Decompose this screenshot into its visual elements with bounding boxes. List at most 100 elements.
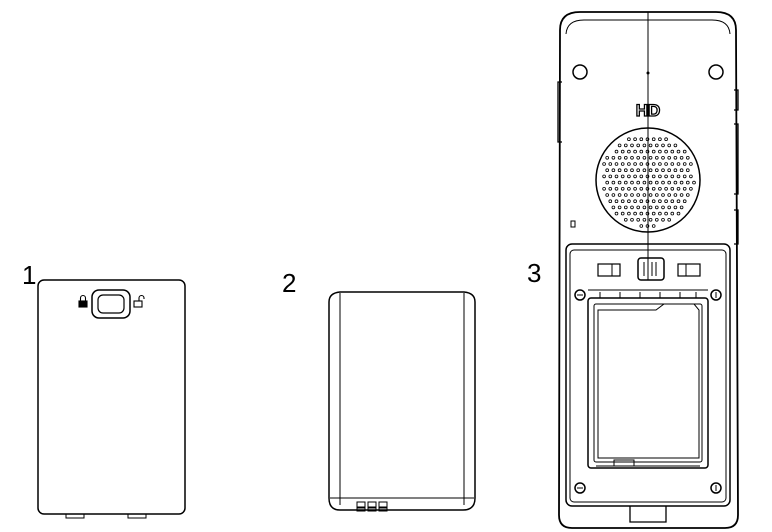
speaker-hole: [648, 205, 653, 210]
speaker-hole: [636, 205, 640, 210]
speaker-hole: [689, 174, 693, 179]
speaker-hole: [614, 211, 619, 216]
speaker-hole: [627, 174, 631, 179]
speaker-hole: [627, 211, 631, 216]
speaker-hole: [648, 156, 653, 160]
label-item-3: 3: [527, 258, 542, 288]
speaker-hole: [617, 168, 622, 173]
lock-icon: [78, 294, 88, 308]
speaker-hole: [627, 187, 631, 191]
speaker-hole: [605, 180, 609, 185]
speaker-hole: [673, 168, 678, 173]
speaker-hole: [620, 211, 625, 216]
speaker-hole: [630, 218, 634, 222]
speaker-hole: [611, 180, 616, 185]
speaker-hole: [651, 211, 656, 216]
speaker-hole: [673, 156, 678, 160]
speaker-hole: [605, 168, 609, 173]
speaker-hole: [648, 143, 653, 148]
speaker-hole: [664, 187, 668, 191]
speaker-hole: [627, 137, 631, 142]
speaker-hole: [676, 149, 681, 154]
speaker-hole: [614, 162, 619, 166]
speaker-hole: [611, 168, 616, 173]
speaker-hole: [639, 224, 644, 228]
speaker-hole: [654, 218, 659, 222]
speaker-hole: [654, 168, 659, 173]
speaker-hole: [673, 180, 678, 185]
speaker-hole: [667, 205, 671, 210]
speaker-hole: [658, 137, 662, 142]
speaker-hole: [636, 193, 640, 197]
speaker-hole: [636, 168, 640, 173]
speaker-hole: [648, 180, 653, 185]
speaker-hole: [670, 211, 675, 216]
speaker-hole: [670, 187, 675, 191]
speaker-hole: [617, 180, 622, 185]
speaker-hole: [630, 168, 634, 173]
speaker-hole: [642, 168, 647, 173]
speaker-hole: [651, 137, 656, 142]
speaker-hole: [620, 199, 625, 204]
speaker-hole: [685, 168, 690, 173]
speaker-hole: [639, 149, 644, 154]
speaker-hole: [645, 211, 650, 216]
speaker-hole: [623, 156, 628, 160]
speaker-hole: [676, 199, 681, 204]
speaker-hole: [661, 218, 665, 222]
speaker-hole: [611, 205, 616, 210]
battery-cover: [37, 279, 186, 519]
speaker-hole: [614, 149, 619, 154]
speaker-hole: [623, 205, 628, 210]
speaker-hole: [608, 162, 613, 166]
speaker-hole: [636, 218, 640, 222]
speaker-hole: [633, 211, 637, 216]
hd-logo: HD: [636, 101, 661, 120]
speaker-hole: [676, 162, 681, 166]
speaker-hole: [630, 156, 634, 160]
speaker-hole: [670, 149, 675, 154]
speaker-hole: [676, 211, 681, 216]
speaker-hole: [627, 149, 631, 154]
speaker-hole: [633, 174, 637, 179]
speaker-hole: [679, 168, 684, 173]
speaker-hole: [611, 156, 616, 160]
speaker-hole: [639, 199, 644, 204]
speaker-hole: [630, 193, 634, 197]
speaker-hole: [642, 205, 647, 210]
speaker-hole: [636, 143, 640, 148]
speaker-hole: [651, 224, 656, 228]
speaker-hole: [645, 149, 650, 154]
speaker-hole: [639, 162, 644, 166]
speaker-hole: [627, 199, 631, 204]
speaker-hole: [617, 205, 622, 210]
battery-pack: [328, 291, 476, 512]
speaker-hole: [661, 193, 665, 197]
speaker-hole: [654, 156, 659, 160]
speaker-hole: [611, 193, 616, 197]
speaker-hole: [661, 205, 665, 210]
battery-contacts: [356, 501, 388, 512]
speaker-hole: [664, 137, 668, 142]
speaker-hole: [658, 162, 662, 166]
speaker-hole: [608, 187, 613, 191]
speaker-hole: [661, 168, 665, 173]
speaker-hole: [642, 218, 647, 222]
speaker-hole: [651, 149, 656, 154]
speaker-hole: [692, 180, 696, 185]
speaker-hole: [620, 149, 625, 154]
speaker-hole: [682, 174, 687, 179]
speaker-hole: [645, 174, 650, 179]
battery-compartment: [565, 243, 731, 523]
speaker-hole: [673, 205, 678, 210]
speaker-hole: [645, 162, 650, 166]
speaker-hole: [682, 149, 687, 154]
speaker-hole: [682, 187, 687, 191]
speaker-hole: [654, 180, 659, 185]
speaker-hole: [648, 168, 653, 173]
speaker-hole: [639, 187, 644, 191]
speaker-hole: [623, 180, 628, 185]
speaker-hole: [667, 193, 671, 197]
speaker-hole: [623, 143, 628, 148]
